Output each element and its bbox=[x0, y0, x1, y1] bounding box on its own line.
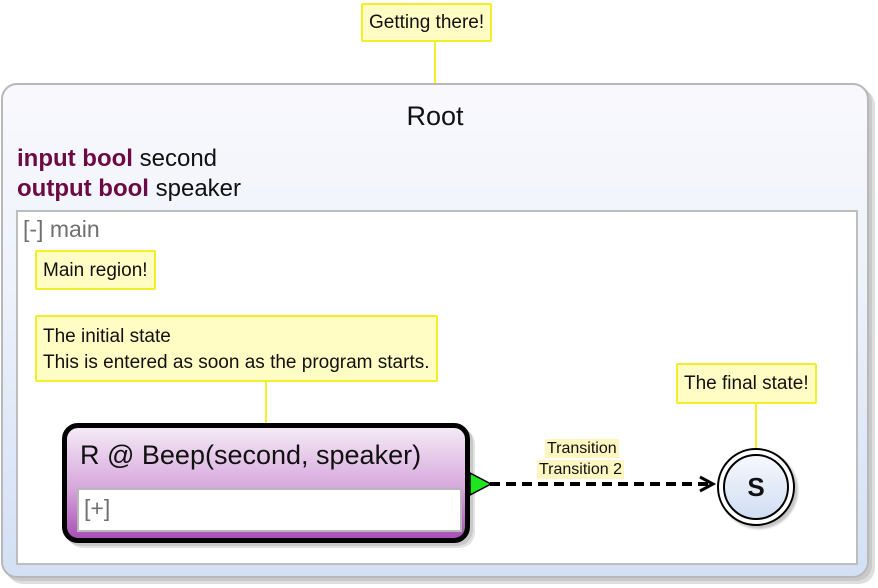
final-state-comment[interactable]: The final state! bbox=[676, 363, 817, 404]
state-expand-toggle[interactable]: [+] bbox=[84, 495, 111, 521]
input-keyword: input bool bbox=[17, 145, 133, 172]
initial-comment-connector bbox=[265, 382, 267, 424]
initial-comment-line2: This is entered as soon as the program s… bbox=[43, 352, 430, 373]
strong-abort-marker-icon bbox=[469, 471, 493, 497]
output-variable: speaker bbox=[155, 175, 242, 202]
initial-state-comment[interactable]: The initial state This is entered as soo… bbox=[35, 315, 438, 382]
output-declaration: output bool speaker bbox=[17, 175, 241, 203]
final-state-inner-ring: S bbox=[723, 454, 789, 520]
initial-comment-line1: The initial state bbox=[43, 326, 171, 347]
root-comment-text: Getting there! bbox=[369, 12, 485, 33]
initial-state[interactable]: R @ Beep(second, speaker) [+] bbox=[62, 423, 470, 543]
root-comment[interactable]: Getting there! bbox=[361, 3, 493, 42]
transition-label-2[interactable]: Transition 2 bbox=[537, 460, 624, 479]
state-body[interactable]: [+] bbox=[77, 488, 462, 532]
state-title: R @ Beep(second, speaker) bbox=[80, 440, 422, 470]
transition-label-1[interactable]: Transition bbox=[545, 439, 619, 458]
arrowhead-icon bbox=[699, 475, 717, 493]
final-comment-text: The final state! bbox=[684, 373, 809, 394]
input-declaration: input bool second bbox=[17, 145, 217, 173]
root-comment-connector bbox=[434, 42, 436, 85]
final-state[interactable]: S bbox=[717, 448, 795, 526]
input-variable: second bbox=[139, 145, 218, 172]
final-comment-connector bbox=[755, 404, 757, 448]
root-state-title: Root bbox=[406, 101, 464, 131]
region-comment-text: Main region! bbox=[43, 260, 148, 281]
region-comment[interactable]: Main region! bbox=[35, 250, 156, 290]
final-state-label: S bbox=[747, 471, 765, 502]
region-collapse-toggle[interactable]: [-] main bbox=[23, 216, 100, 242]
output-keyword: output bool bbox=[17, 175, 149, 202]
